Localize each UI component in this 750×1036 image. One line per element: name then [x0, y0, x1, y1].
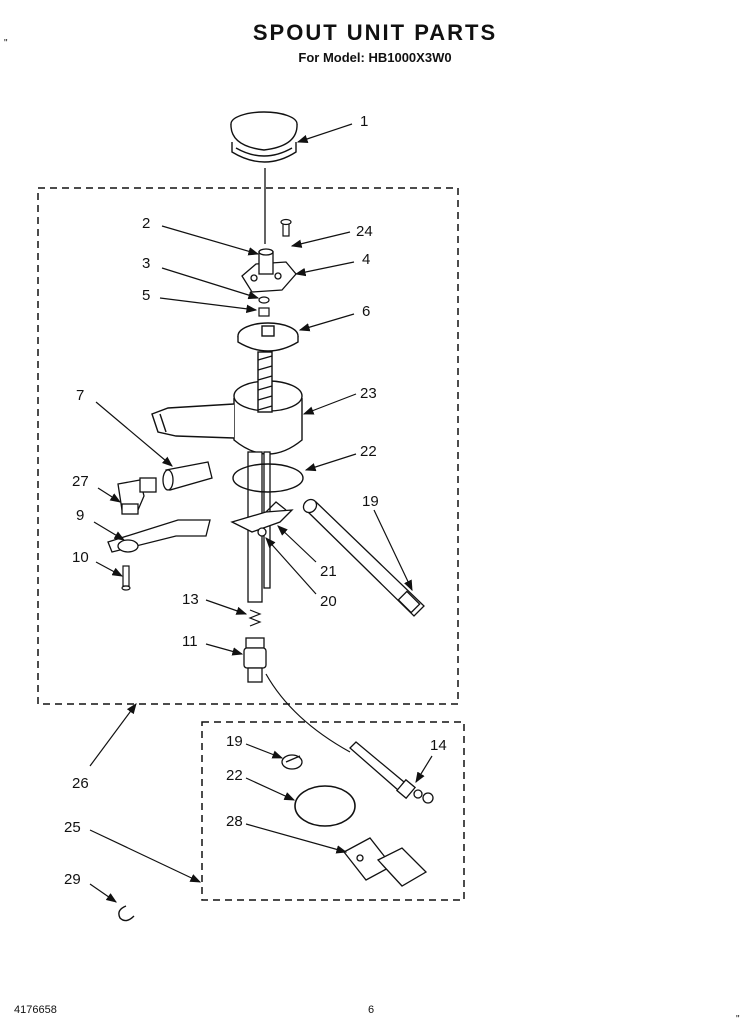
leader-9 [93, 521, 126, 541]
tube-part [162, 461, 213, 491]
callout-13: 13 [182, 591, 199, 608]
o-ring-part [232, 463, 304, 493]
page-title: SPOUT UNIT PARTS [252, 20, 498, 45]
leader-26 [89, 703, 137, 767]
leader-5 [159, 297, 258, 313]
callout-28: 28 [226, 813, 243, 830]
kit-box [201, 721, 465, 901]
leader-13 [205, 599, 248, 615]
page-number: 6 [368, 1004, 375, 1016]
model-subtitle: For Model: HB1000X3W0 [298, 50, 452, 65]
callout-23: 23 [360, 385, 377, 402]
callout-5: 5 [142, 287, 150, 304]
callout-22b: 22 [226, 767, 243, 784]
spring-part [248, 609, 262, 627]
leader-7 [95, 401, 173, 467]
callout-7: 7 [76, 387, 84, 404]
leader-11 [205, 643, 244, 656]
callout-26: 26 [72, 775, 89, 792]
callout-20: 20 [320, 593, 337, 610]
callout-21: 21 [320, 563, 337, 580]
washer-part [258, 296, 270, 304]
leader-10 [95, 561, 124, 577]
long-tube-part [302, 498, 425, 617]
callout-2: 2 [142, 215, 150, 232]
cap-part [230, 111, 298, 163]
elbow-part [117, 477, 157, 515]
callout-24: 24 [356, 223, 373, 240]
leader-14 [415, 755, 433, 784]
cord-line [265, 673, 351, 753]
callout-4: 4 [362, 251, 370, 268]
bracket-part [241, 248, 297, 293]
leader-23 [302, 393, 357, 415]
document-number: 4176658 [14, 1004, 57, 1016]
clip-part [107, 519, 211, 553]
corner-mark-bottom: " [736, 1014, 740, 1025]
leader-21 [277, 525, 317, 563]
leader-22a [304, 453, 357, 472]
tag-part [343, 837, 428, 887]
nut-part [258, 307, 270, 317]
leader-25 [89, 829, 202, 883]
leader-24 [290, 231, 351, 248]
callout-10: 10 [72, 549, 89, 566]
callout-14: 14 [430, 737, 447, 754]
leader-1 [296, 123, 353, 143]
leader-2 [161, 225, 260, 256]
kit-o-ring-part [294, 785, 356, 827]
spout-body-part [151, 351, 303, 455]
leader-20 [265, 537, 317, 595]
ring-clip-part [118, 905, 135, 922]
callout-6: 6 [362, 303, 370, 320]
callout-22a: 22 [360, 443, 377, 460]
callout-19a: 19 [362, 493, 379, 510]
callout-9: 9 [76, 507, 84, 524]
plate-part [230, 501, 294, 537]
callout-29: 29 [64, 871, 81, 888]
callout-19b: 19 [226, 733, 243, 750]
callout-1: 1 [360, 113, 368, 130]
leader-4 [294, 261, 355, 277]
callout-25: 25 [64, 819, 81, 836]
callout-3: 3 [142, 255, 150, 272]
callout-11: 11 [182, 633, 198, 650]
small-screw-part [121, 565, 131, 591]
leader-22b [245, 777, 296, 801]
clamp-part [281, 754, 303, 770]
leader-28 [245, 823, 348, 854]
screw-part [280, 218, 292, 237]
leader-19b [245, 743, 284, 759]
leader-6 [298, 313, 355, 332]
valve-part [243, 637, 267, 683]
leader-19a [373, 509, 413, 592]
leader-27 [97, 487, 122, 503]
leader-3 [161, 267, 260, 300]
callout-27: 27 [72, 473, 89, 490]
connector-part [349, 741, 434, 804]
leader-29 [89, 883, 117, 903]
corner-mark: " [4, 38, 8, 49]
main-assembly-box [37, 187, 459, 705]
disc-part [237, 322, 299, 352]
